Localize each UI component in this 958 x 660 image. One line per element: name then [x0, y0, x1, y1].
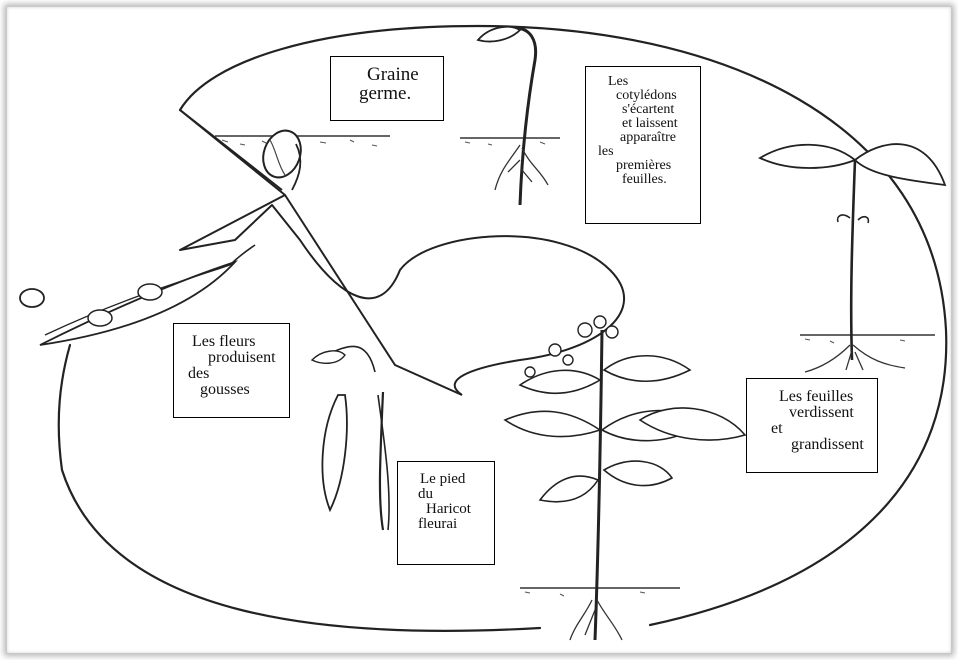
young-plant-drawing — [760, 144, 945, 372]
label-feuilles-line-3: et — [771, 421, 877, 437]
label-pied-haricot: Le pied du Haricot fleurai — [397, 461, 495, 565]
label-feuilles-line-2: verdissent — [789, 405, 877, 421]
label-feuilles-line-1: Les feuilles — [779, 389, 877, 405]
label-fleurs-gousses: Les fleurs produisent des gousses — [173, 323, 290, 418]
label-fleurs-line-3: des — [188, 366, 289, 382]
label-cotyledons-line-1: Les — [608, 75, 700, 89]
label-graine-line-2: germe. — [359, 84, 443, 103]
label-pied-line-2: du — [418, 487, 494, 502]
label-feuilles-verdissent: Les feuilles verdissent et grandissent — [746, 378, 878, 473]
flowering-plant-drawing — [505, 316, 745, 640]
label-cotyledons: Les cotylédons s'écartent et laissent ap… — [585, 66, 701, 224]
label-fleurs-line-1: Les fleurs — [192, 334, 289, 350]
label-fleurs-line-4: gousses — [200, 382, 289, 398]
label-pied-line-1: Le pied — [420, 472, 494, 487]
label-fleurs-line-2: produisent — [208, 350, 289, 366]
label-cotyledons-line-3: s'écartent — [622, 103, 700, 117]
label-pied-line-4: fleurai — [418, 517, 494, 532]
label-cotyledons-line-6: les — [598, 145, 700, 159]
label-graine-line-1: Graine — [367, 65, 443, 84]
label-graine-germe: Graine germe. — [330, 56, 444, 121]
label-cotyledons-line-2: cotylédons — [616, 89, 700, 103]
seedling-drawing — [460, 27, 560, 205]
label-pied-line-3: Haricot — [426, 502, 494, 517]
label-cotyledons-line-8: feuilles. — [622, 173, 700, 187]
label-cotyledons-line-5: apparaître — [620, 131, 700, 145]
label-cotyledons-line-7: premières — [616, 159, 700, 173]
bean-pods-drawing — [312, 346, 389, 530]
label-cotyledons-line-4: et laissent — [622, 117, 700, 131]
label-feuilles-line-4: grandissent — [791, 437, 877, 453]
